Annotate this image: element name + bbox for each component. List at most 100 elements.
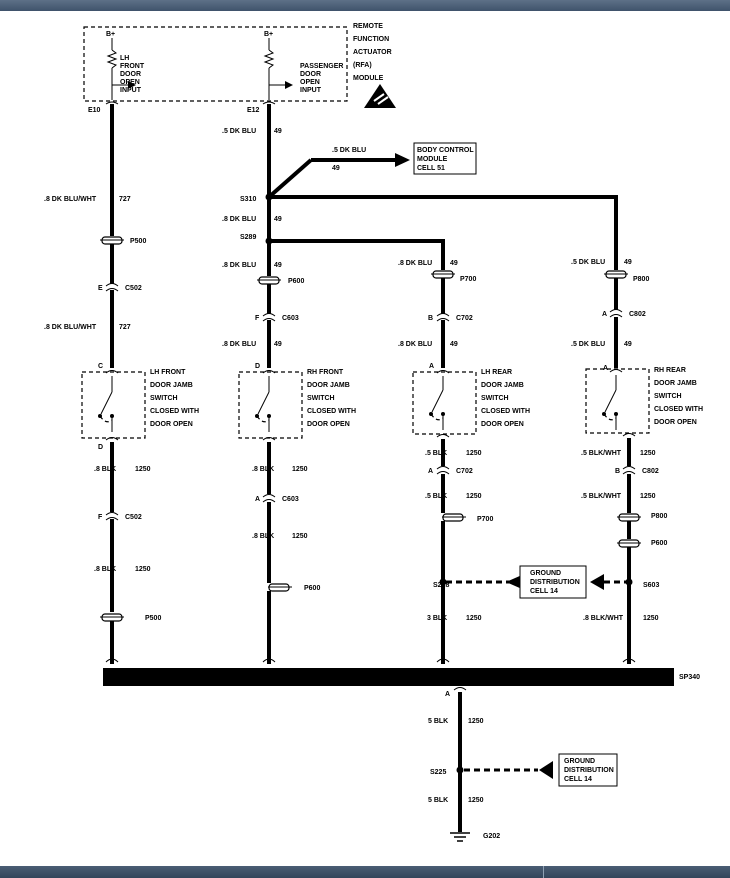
pin-e10: E10 bbox=[88, 107, 101, 114]
svg-text:A: A bbox=[429, 363, 434, 370]
splice-s289: S289 bbox=[240, 234, 256, 241]
svg-text:5 BLK: 5 BLK bbox=[428, 797, 448, 804]
svg-text:INPUT: INPUT bbox=[120, 87, 142, 94]
svg-text:P600: P600 bbox=[288, 278, 304, 285]
svg-text:CLOSED WITH: CLOSED WITH bbox=[654, 406, 703, 413]
svg-text:D: D bbox=[98, 444, 103, 451]
svg-text:C: C bbox=[98, 363, 103, 370]
switch-rh-front: D RH FRONT DOOR JAMB SWITCH CLOSED WITH … bbox=[238, 363, 356, 439]
svg-text:P600: P600 bbox=[304, 585, 320, 592]
svg-text:49: 49 bbox=[274, 216, 282, 223]
svg-text:.5 BLK/WHT: .5 BLK/WHT bbox=[581, 493, 622, 500]
svg-text:.8 BLK/WHT: .8 BLK/WHT bbox=[583, 615, 624, 622]
svg-text:B: B bbox=[428, 315, 433, 322]
svg-text:DOOR JAMB: DOOR JAMB bbox=[654, 380, 697, 387]
svg-text:P600: P600 bbox=[651, 540, 667, 547]
ground-bus-sp340 bbox=[103, 668, 674, 686]
svg-text:49: 49 bbox=[274, 341, 282, 348]
connector-p500-top: P500 bbox=[100, 236, 146, 245]
svg-text:A: A bbox=[603, 365, 608, 372]
splice-s225-dot bbox=[456, 766, 464, 774]
splice-sp340: SP340 bbox=[679, 674, 700, 681]
lh-door-input: B+ LH FRONT DOOR OPEN INPUT bbox=[106, 31, 145, 100]
svg-text:CLOSED WITH: CLOSED WITH bbox=[150, 408, 199, 415]
svg-text:F: F bbox=[255, 315, 260, 322]
bottom-status-bar bbox=[0, 866, 730, 878]
svg-text:1250: 1250 bbox=[135, 566, 151, 573]
svg-text:MODULE: MODULE bbox=[353, 75, 384, 82]
svg-text:BODY CONTROL: BODY CONTROL bbox=[417, 147, 474, 154]
svg-text:A: A bbox=[428, 468, 433, 475]
svg-text:CELL 14: CELL 14 bbox=[564, 776, 592, 783]
svg-text:E: E bbox=[98, 285, 103, 292]
rfa-module-box bbox=[83, 26, 348, 102]
svg-text:(RFA): (RFA) bbox=[353, 62, 372, 69]
ground-symbol-icon bbox=[450, 832, 470, 842]
top-title-bar bbox=[0, 0, 730, 11]
svg-text:5 BLK: 5 BLK bbox=[428, 718, 448, 725]
svg-text:B+: B+ bbox=[106, 31, 115, 38]
connector-p600-bottom: P600 bbox=[268, 583, 320, 592]
splice-s603: S603 bbox=[643, 582, 659, 589]
svg-text:49: 49 bbox=[624, 341, 632, 348]
connector-p600-top: P600 bbox=[257, 276, 304, 285]
svg-text:DOOR JAMB: DOOR JAMB bbox=[150, 382, 193, 389]
passenger-door-input: B+ PASSENGER DOOR OPEN INPUT bbox=[263, 31, 343, 100]
svg-text:CLOSED WITH: CLOSED WITH bbox=[481, 408, 530, 415]
svg-text:DOOR JAMB: DOOR JAMB bbox=[481, 382, 524, 389]
connector-c802-a: A C802 bbox=[602, 309, 646, 318]
svg-text:.5 DK BLU: .5 DK BLU bbox=[571, 341, 605, 348]
svg-text:49: 49 bbox=[624, 259, 632, 266]
svg-text:ACTUATOR: ACTUATOR bbox=[353, 49, 392, 56]
connector-c702-b: B C702 bbox=[428, 313, 473, 322]
svg-text:GROUND: GROUND bbox=[530, 570, 561, 577]
svg-text:1250: 1250 bbox=[466, 493, 482, 500]
svg-text:3 BLK: 3 BLK bbox=[427, 615, 447, 622]
svg-text:P800: P800 bbox=[651, 513, 667, 520]
connector-c603-f: F C603 bbox=[255, 313, 299, 322]
svg-text:C802: C802 bbox=[629, 311, 646, 318]
svg-text:FUNCTION: FUNCTION bbox=[353, 36, 389, 43]
svg-text:DOOR JAMB: DOOR JAMB bbox=[307, 382, 350, 389]
svg-text:DISTRIBUTION: DISTRIBUTION bbox=[530, 579, 580, 586]
svg-text:CLOSED WITH: CLOSED WITH bbox=[307, 408, 356, 415]
svg-text:OPEN: OPEN bbox=[300, 79, 320, 86]
svg-text:49: 49 bbox=[450, 260, 458, 267]
svg-text:.5 BLK: .5 BLK bbox=[425, 493, 447, 500]
svg-text:1250: 1250 bbox=[292, 466, 308, 473]
svg-text:1250: 1250 bbox=[292, 533, 308, 540]
svg-text:C702: C702 bbox=[456, 468, 473, 475]
ground-g202: G202 bbox=[483, 833, 500, 840]
splice-s603-dot bbox=[625, 578, 633, 586]
svg-text:D: D bbox=[255, 363, 260, 370]
connector-p700-bottom: P700 bbox=[442, 513, 493, 523]
svg-text:.8 DK BLU: .8 DK BLU bbox=[222, 262, 256, 269]
svg-text:GROUND: GROUND bbox=[564, 758, 595, 765]
svg-text:.5 BLK/WHT: .5 BLK/WHT bbox=[581, 450, 622, 457]
connector-c502-e: E C502 bbox=[98, 283, 142, 292]
svg-text:727: 727 bbox=[119, 196, 131, 203]
svg-text:.8 DK BLU: .8 DK BLU bbox=[222, 341, 256, 348]
svg-text:.8 DK BLU: .8 DK BLU bbox=[398, 341, 432, 348]
svg-text:REMOTE: REMOTE bbox=[353, 23, 383, 30]
svg-text:DOOR: DOOR bbox=[120, 71, 141, 78]
svg-text:DOOR OPEN: DOOR OPEN bbox=[150, 421, 193, 428]
svg-text:.8 DK BLU/WHT: .8 DK BLU/WHT bbox=[44, 324, 97, 331]
svg-text:.8 DK BLU: .8 DK BLU bbox=[398, 260, 432, 267]
svg-text:1250: 1250 bbox=[468, 797, 484, 804]
splice-s225: S225 bbox=[430, 769, 446, 776]
svg-text:C502: C502 bbox=[125, 514, 142, 521]
svg-text:SWITCH: SWITCH bbox=[150, 395, 178, 402]
switch-lh-rear: A LH REAR DOOR JAMB SWITCH CLOSED WITH D… bbox=[412, 363, 530, 435]
svg-text:FRONT: FRONT bbox=[120, 63, 145, 70]
splice-s218: S218 bbox=[433, 582, 449, 589]
svg-text:1250: 1250 bbox=[468, 718, 484, 725]
svg-text:DOOR OPEN: DOOR OPEN bbox=[481, 421, 524, 428]
connector-c502-f: F C502 bbox=[98, 512, 142, 521]
svg-text:.8 BLK: .8 BLK bbox=[94, 566, 116, 573]
svg-text:DOOR: DOOR bbox=[300, 71, 321, 78]
svg-text:RH REAR: RH REAR bbox=[654, 367, 686, 374]
svg-text:DOOR OPEN: DOOR OPEN bbox=[307, 421, 350, 428]
connector-p800-bottom: P800 bbox=[617, 513, 667, 522]
connector-p500-bottom: P500 bbox=[100, 613, 161, 622]
